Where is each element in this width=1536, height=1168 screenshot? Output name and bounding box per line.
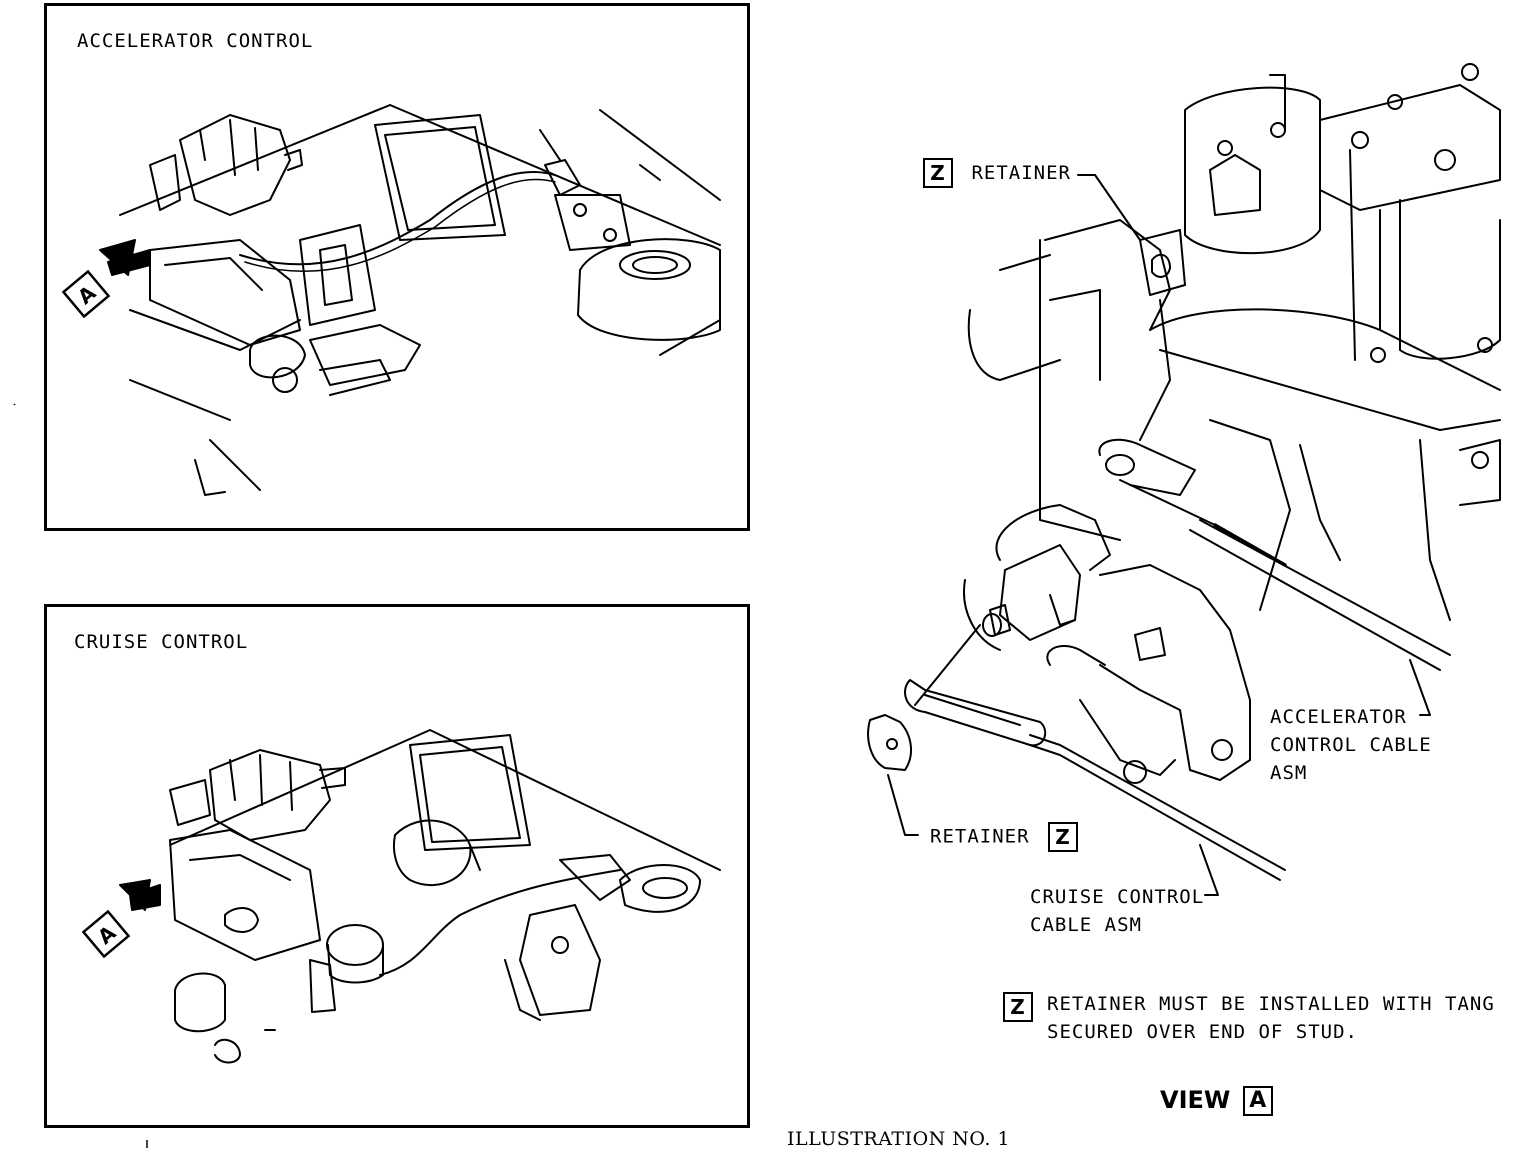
accelerator-cable-line3: ASM	[1270, 762, 1308, 784]
illustration-caption: ILLUSTRATION NO. 1	[787, 1128, 1011, 1150]
view-a-label: VIEW A	[1160, 1086, 1273, 1116]
accelerator-cable-line2: CONTROL CABLE	[1270, 734, 1432, 756]
cruise-cable-label: CRUISE CONTROL CABLE ASM	[1030, 883, 1204, 939]
cruise-cable-line1: CRUISE CONTROL	[1030, 886, 1205, 908]
cruise-control-title: CRUISE CONTROL	[74, 631, 249, 653]
retainer-top-label: Z RETAINER	[923, 158, 1071, 188]
view-a-marker-cruise: A	[81, 909, 131, 959]
view-text: VIEW	[1160, 1086, 1231, 1114]
view-a-detail-drawing	[867, 63, 1501, 896]
retainer-note-line2: SECURED OVER END OF STUD.	[1047, 1021, 1358, 1043]
retainer-bottom-label: RETAINER Z	[930, 822, 1078, 852]
z-badge: Z	[1047, 822, 1078, 852]
retainer-note: Z RETAINER MUST BE INSTALLED WITH TANG S…	[1003, 990, 1495, 1046]
accelerator-cable-line1: ACCELERATOR	[1270, 706, 1407, 728]
cruise-control-panel: CRUISE CONTROL	[44, 604, 750, 1128]
accelerator-control-panel: ACCELERATOR CONTROL	[44, 3, 750, 531]
retainer-top-text: RETAINER	[971, 161, 1071, 184]
stray-marks	[13, 403, 148, 1148]
cruise-engine-drawing	[119, 729, 721, 1064]
cruise-cable-line2: CABLE ASM	[1030, 914, 1142, 936]
accelerator-engine-drawing	[99, 104, 721, 496]
z-badge: Z	[1003, 992, 1033, 1022]
retainer-bottom-text: RETAINER	[930, 825, 1030, 848]
accelerator-cable-label: ACCELERATOR CONTROL CABLE ASM	[1270, 703, 1432, 787]
retainer-note-line1: RETAINER MUST BE INSTALLED WITH TANG	[1047, 993, 1495, 1015]
a-badge: A	[1242, 1086, 1273, 1116]
view-a-marker-accelerator: A	[61, 269, 111, 319]
z-badge: Z	[923, 158, 953, 188]
accelerator-control-title: ACCELERATOR CONTROL	[77, 30, 314, 52]
